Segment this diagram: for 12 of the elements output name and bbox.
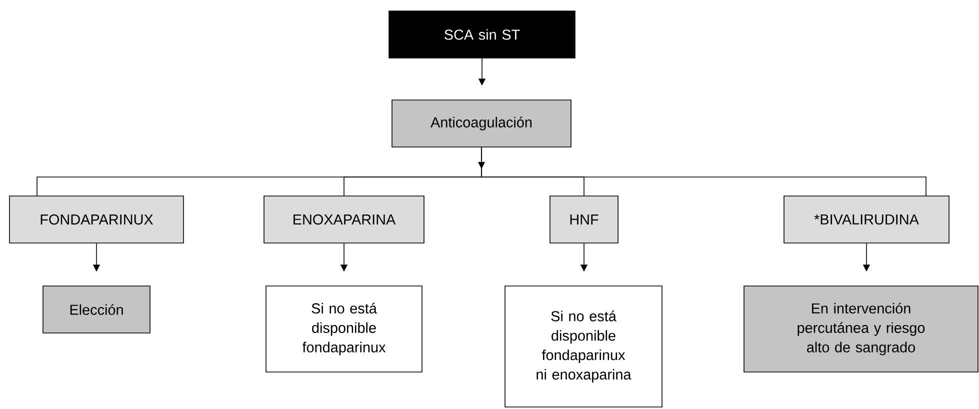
note-box: Si no está disponible fondaparinux [266,286,422,372]
note-box: En intervención percutánea y riesgo alto de sangrado [744,286,978,372]
process-box: Anticoagulación [392,100,572,148]
drug-box: ENOXAPARINA [264,196,424,244]
arrowhead [478,162,485,169]
connector-line [481,147,926,196]
title-box: SCA sin ST [388,10,576,58]
drug-box: HNF [550,196,618,244]
drug-box: FONDAPARINUX [9,196,184,244]
drug-box: *BIVALIRUDINA [784,196,950,244]
note-box: Si no está disponible fondaparinux ni enoxaparina [504,286,662,408]
result-box: Elección [42,286,150,334]
